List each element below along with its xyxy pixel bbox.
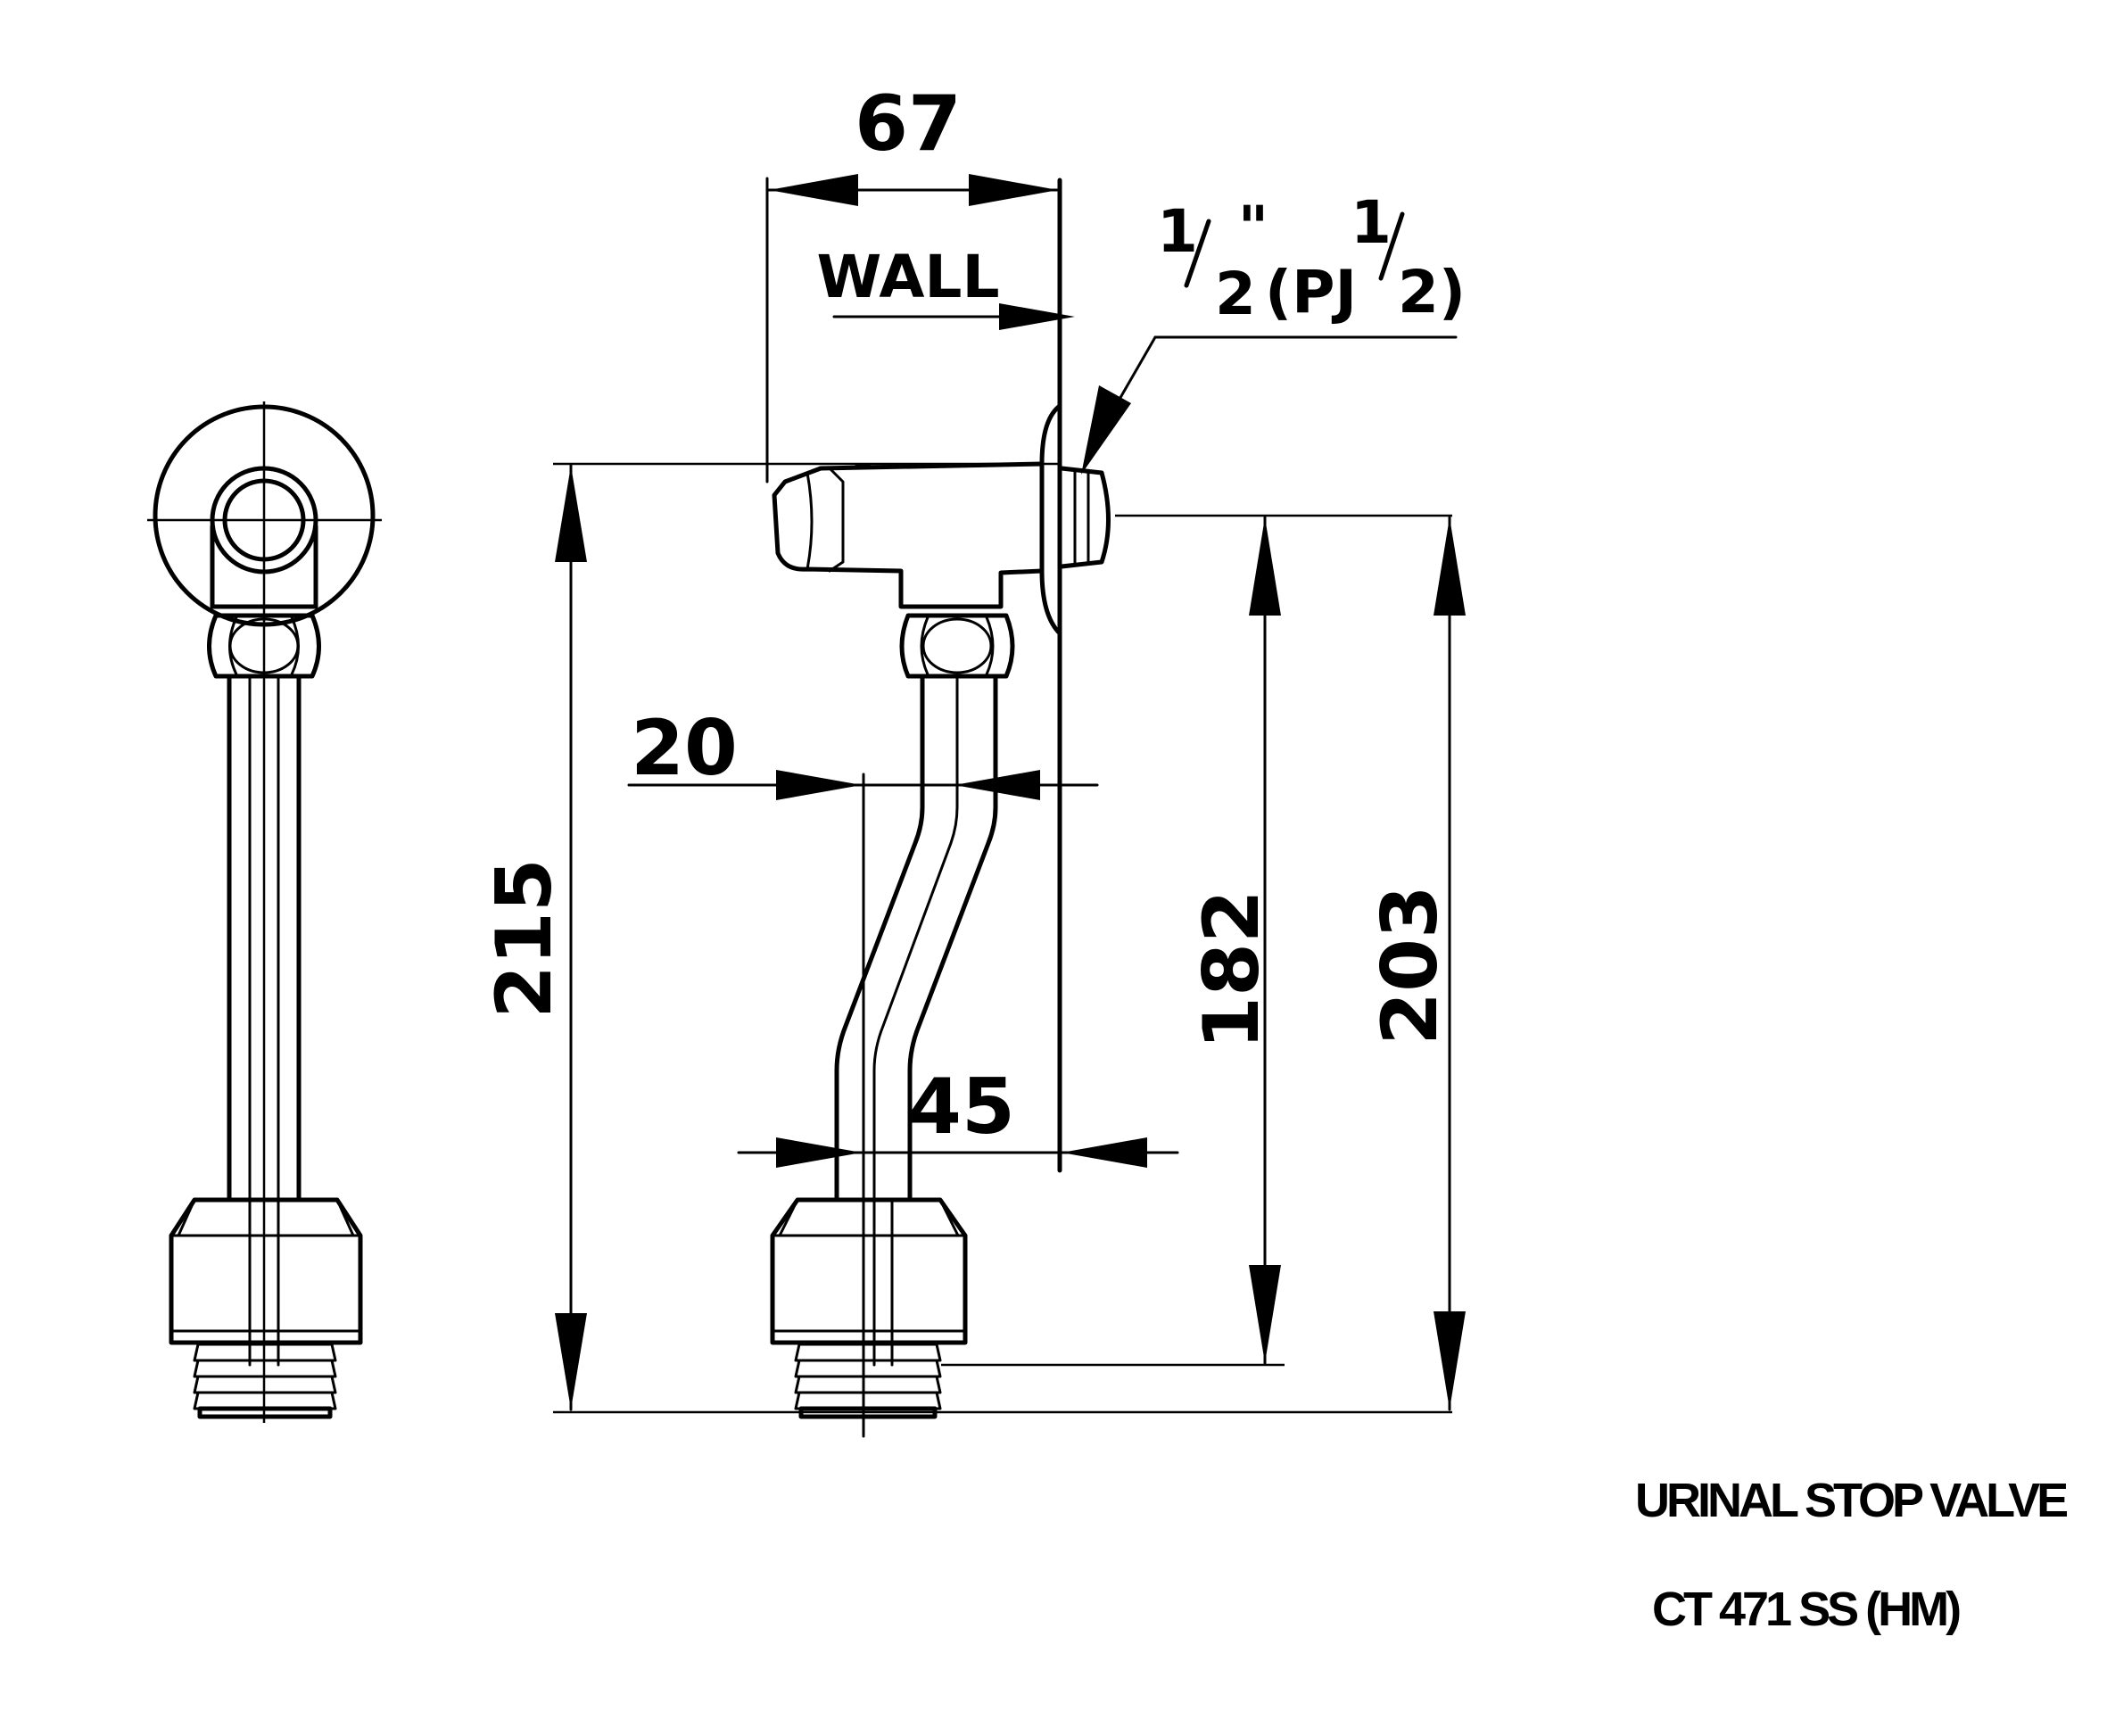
thread-numerator-2: 1 <box>1351 188 1392 257</box>
thread-standard: (PJ <box>1265 258 1357 327</box>
thread-size-label: 1 2 " (PJ 1 2 ) <box>1157 188 1466 328</box>
dimension-width-top: 67 <box>855 79 962 169</box>
thread-close-paren: ) <box>1439 258 1466 327</box>
model-code: CT 471 SS (HM) <box>1652 1583 1960 1636</box>
front-view <box>147 401 382 1423</box>
dimension-lines <box>553 174 1466 1414</box>
thread-numerator-1: 1 <box>1157 197 1198 266</box>
dimension-height-overall: 215 <box>480 858 569 1019</box>
thread-inch-mark: " <box>1238 194 1268 262</box>
dimension-height-inner: 182 <box>1187 889 1277 1050</box>
dimension-height-outer: 203 <box>1366 885 1455 1046</box>
dimension-offset-top: 20 <box>631 704 738 793</box>
thread-denominator-2: 2 <box>1398 258 1439 327</box>
thread-denominator-1: 2 <box>1215 260 1256 328</box>
wall-label: WALL <box>816 243 999 311</box>
dimension-offset-bottom: 45 <box>908 1062 1015 1152</box>
product-name: URINAL STOP VALVE <box>1635 1474 2067 1527</box>
side-view <box>770 178 1111 1438</box>
